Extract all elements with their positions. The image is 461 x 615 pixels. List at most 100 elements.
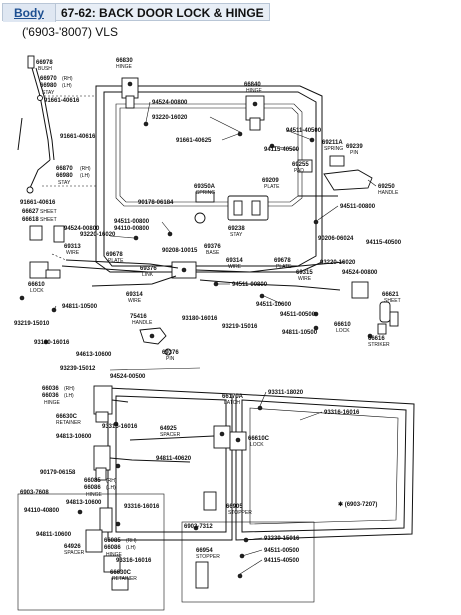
callout-label: LOCK — [30, 288, 44, 294]
callout-label: 69314 — [126, 292, 143, 298]
callout-label: 69376 — [162, 350, 179, 356]
callout-label: 66170A — [222, 394, 244, 400]
body-tab-link[interactable]: Body — [3, 4, 56, 22]
callout-label: (RH) — [80, 166, 91, 172]
callout-label: 64926 — [64, 544, 81, 550]
callout-label: 94115-40500 — [264, 147, 300, 153]
callout-label: 94524-00800 — [342, 270, 378, 276]
callout-label: 94511-00500 — [280, 312, 316, 318]
callout-label: WIRE — [128, 298, 142, 304]
callout-label: 69211A — [322, 140, 343, 146]
callout-label: SHEET — [40, 217, 57, 223]
callout-label: HINGE — [116, 64, 133, 70]
callout-label: 90206-06024 — [318, 236, 354, 242]
callout-label: (RH) — [106, 478, 117, 484]
callout-label: 93316-16016 — [324, 410, 360, 416]
callout-label: 94613-10600 — [76, 352, 112, 358]
callout-label: 66980 — [56, 173, 73, 179]
callout-label: 66630C — [110, 570, 132, 576]
callout-label: 66610C — [248, 436, 270, 442]
callout-labels: 66978 BUSH 66970 (RH) 66980 (LH) STAY 91… — [14, 58, 402, 582]
callout-label: 94813-10600 — [56, 434, 92, 440]
callout-label: 94811-10600 — [36, 532, 72, 538]
callout-label: 66840 — [244, 82, 261, 88]
callout-label: (LH) — [80, 173, 90, 179]
callout-label: 69350A — [194, 184, 216, 190]
callout-label: ✱ (6903-7207) — [338, 501, 377, 508]
callout-label: HANDLE — [132, 320, 153, 326]
callout-label: 94811-10500 — [282, 330, 318, 336]
callout-label: LATCH — [224, 400, 240, 406]
callout-label: 94524-00500 — [110, 374, 146, 380]
callout-label: STOPPER — [228, 510, 252, 516]
callout-label: LINK — [142, 272, 154, 278]
callout-label: 94110-40800 — [24, 508, 60, 514]
callout-label: STAY — [58, 180, 71, 186]
handle-assembly-right — [297, 155, 373, 225]
callout-label: 93219-15016 — [222, 324, 258, 330]
callout-label: LOCK — [336, 328, 350, 334]
callout-label: 66830 — [116, 58, 133, 64]
callout-label: HANDLE — [378, 190, 399, 196]
callout-label: 93180-16016 — [182, 316, 218, 322]
callout-label: 93220-16020 — [152, 115, 188, 121]
callout-label: STAY — [42, 90, 55, 96]
callout-label: STOPPER — [196, 554, 220, 560]
callout-label: (LH) — [64, 393, 74, 399]
callout-label: HINGE — [44, 400, 61, 406]
upper-hinge-right — [245, 95, 265, 131]
callout-label: 93219-15010 — [14, 321, 50, 327]
callout-label: 94811-40620 — [156, 456, 192, 462]
callout-label: WIRE — [66, 250, 80, 256]
callout-label: 66980 — [40, 83, 57, 89]
callout-label: LOCK — [250, 442, 264, 448]
callout-label: 94511-00800 — [232, 282, 268, 288]
callout-label: 69209 — [262, 178, 279, 184]
callout-label: 66085 — [84, 478, 101, 484]
callout-label: RETAINER — [56, 420, 81, 426]
callout-label: BASE — [206, 250, 220, 256]
model-range-subtitle: ('6903-'8007) VLS — [22, 25, 118, 39]
callout-label: 91661-40625 — [176, 138, 212, 144]
callout-label: SPRING — [196, 190, 215, 196]
callout-label: 91661-40616 — [20, 200, 56, 206]
callout-label: SPACER — [64, 550, 85, 556]
callout-label: 66870 — [56, 166, 73, 172]
callout-label: 69376 — [204, 244, 221, 250]
callout-label: 66618 — [22, 217, 39, 223]
callout-label: 69314 — [226, 258, 243, 264]
callout-label: 66905 — [226, 504, 243, 510]
callout-label: 94524-00800 — [152, 100, 188, 106]
upper-hinge-left — [121, 77, 139, 109]
callout-label: 69678 — [106, 252, 123, 258]
callout-label: 93180-16016 — [34, 340, 70, 346]
callout-label: (LH) — [106, 485, 116, 491]
lock-wires — [51, 253, 345, 291]
callout-label: PLATE — [276, 264, 292, 270]
callout-label: 93316-16016 — [116, 558, 152, 564]
callout-label: 93316-16016 — [102, 424, 138, 430]
callout-label: 93220-16020 — [80, 232, 116, 238]
lower-hinges — [93, 385, 191, 481]
callout-label: 94110-00800 — [114, 226, 150, 232]
inset-box-6903-7608 — [17, 493, 165, 611]
callout-label: 90179-06158 — [40, 470, 76, 476]
callout-label: 66954 — [196, 548, 213, 554]
callout-label: 91661-40616 — [60, 134, 96, 140]
callout-label: 69678 — [274, 258, 291, 264]
callout-label: 69376 — [140, 266, 157, 272]
callout-label: BUSH — [38, 66, 52, 72]
callout-label: WIRE — [228, 264, 242, 270]
label-66978: 66978 — [36, 60, 53, 66]
callout-label: 94511-10600 — [256, 302, 292, 308]
callout-label: 94115-40500 — [264, 558, 300, 564]
inside-handle — [109, 327, 201, 371]
callout-label: 94511-40500 — [286, 128, 322, 134]
upper-door-frame — [95, 85, 323, 273]
callout-label: (RH) — [126, 538, 137, 544]
callout-label: 93220-16020 — [320, 260, 356, 266]
callout-label: 66085 — [104, 538, 121, 544]
callout-label: 64925 — [160, 426, 177, 432]
callout-label: SHEET — [384, 298, 401, 304]
callout-label: 69315 — [296, 270, 313, 276]
